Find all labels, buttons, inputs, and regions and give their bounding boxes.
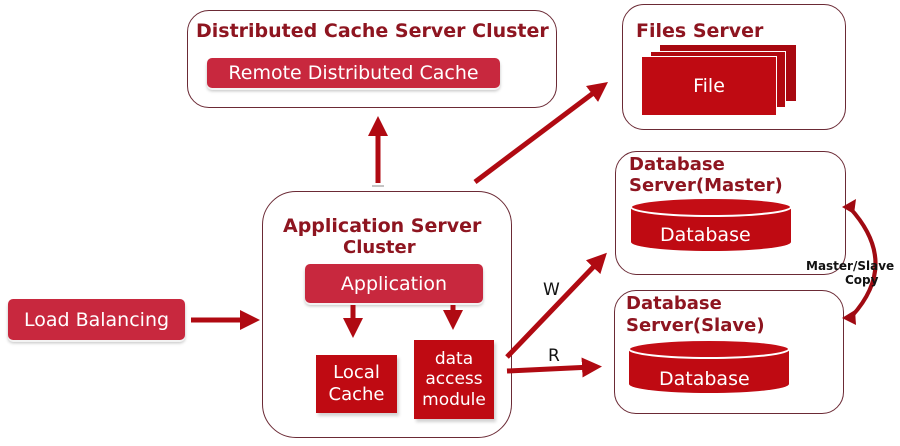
app-cluster-title-line2: Cluster bbox=[343, 237, 416, 258]
load-balancing[interactable]: Load Balancing bbox=[8, 299, 185, 340]
file-block[interactable]: File bbox=[641, 56, 777, 116]
data-access-module[interactable]: data access module bbox=[414, 340, 494, 419]
replication-label-line2: Copy bbox=[845, 273, 879, 287]
db-master-title-line2: Server(Master) bbox=[629, 175, 783, 196]
arrow-app-to-cache bbox=[368, 116, 388, 187]
remote-distributed-cache[interactable]: Remote Distributed Cache bbox=[207, 58, 500, 88]
distributed-cache-cluster: Distributed Cache Server Cluster Remote … bbox=[187, 10, 557, 108]
arrow-read-from-slave bbox=[506, 357, 602, 378]
dam-line1: data bbox=[434, 348, 474, 369]
local-cache-line2: Cache bbox=[328, 384, 385, 405]
db-slave-title-line2: Server(Slave) bbox=[626, 315, 765, 336]
local-cache-line1: Local bbox=[333, 362, 380, 384]
arrow-app-to-files bbox=[473, 81, 608, 184]
application-server-cluster: Application Server Cluster Application L… bbox=[262, 191, 512, 438]
db-master-title-line1: Database bbox=[629, 154, 725, 175]
db-slave-label[interactable]: Database bbox=[659, 368, 750, 390]
dam-line3: module bbox=[422, 389, 486, 410]
replication-label-line1: Master/Slave bbox=[806, 259, 895, 273]
dam-line2: access bbox=[425, 369, 483, 390]
arrow-master-slave-replication bbox=[842, 199, 878, 325]
application-component[interactable]: Application bbox=[305, 264, 483, 303]
database-server-slave: Database Server(Slave) Database bbox=[614, 290, 844, 414]
files-server: Files Server File bbox=[622, 4, 846, 130]
database-cylinder-slave bbox=[628, 339, 790, 393]
db-slave-title-line1: Database bbox=[626, 293, 722, 314]
read-label: R bbox=[548, 346, 560, 366]
write-label: W bbox=[543, 280, 560, 300]
database-cylinder-master bbox=[630, 197, 792, 251]
files-server-title: Files Server bbox=[636, 20, 764, 42]
local-cache[interactable]: Local Cache bbox=[316, 355, 397, 413]
db-master-label[interactable]: Database bbox=[660, 224, 751, 246]
cache-cluster-title: Distributed Cache Server Cluster bbox=[196, 20, 549, 42]
app-cluster-title-line1: Application Server bbox=[283, 215, 482, 237]
arrow-write-to-master bbox=[505, 252, 607, 359]
database-server-master: Database Server(Master) Database bbox=[615, 151, 846, 275]
